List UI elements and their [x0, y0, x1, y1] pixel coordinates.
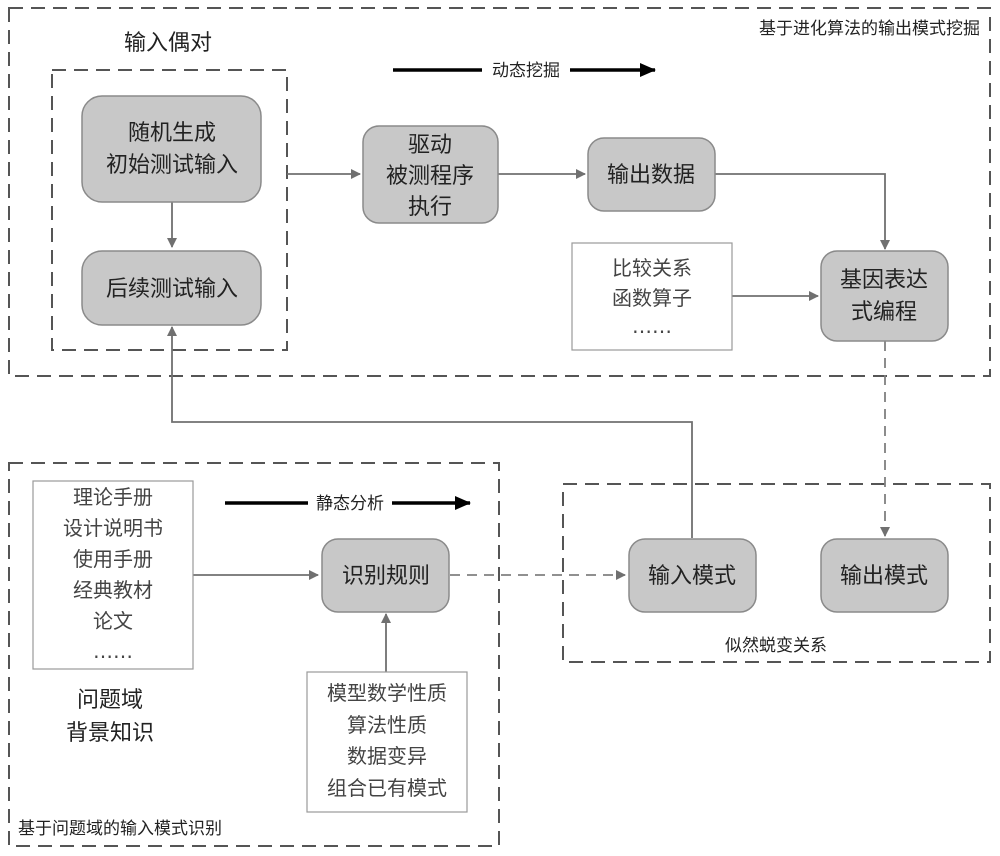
svg-text:数据变异: 数据变异: [347, 744, 427, 768]
dynamic-mining-label: 动态挖掘: [492, 61, 560, 81]
svg-text:后续测试输入: 后续测试输入: [106, 277, 238, 302]
node-drive-program: 驱动 被测程序 执行: [362, 125, 499, 224]
svg-text:输出模式: 输出模式: [840, 564, 928, 589]
node-output-data: 输出数据: [587, 137, 716, 212]
svg-text:输出数据: 输出数据: [607, 163, 695, 188]
svg-text:初始测试输入: 初始测试输入: [106, 153, 238, 178]
edge-input-pattern-feedback: [167, 326, 693, 538]
note-documents: 理论手册 设计说明书 使用手册 经典教材 论文 ……: [32, 480, 194, 670]
svg-text:识别规则: 识别规则: [342, 564, 430, 589]
group-metamorphic-label: 似然蜕变关系: [725, 636, 827, 656]
group-evolution: [8, 7, 991, 377]
svg-text:函数算子: 函数算子: [612, 286, 692, 310]
group-metamorphic: [562, 483, 991, 663]
svg-text:……: ……: [632, 314, 672, 338]
group-input-pair: [51, 69, 288, 351]
svg-text:论文: 论文: [93, 609, 133, 633]
svg-text:使用手册: 使用手册: [73, 547, 153, 571]
node-input-pattern: 输入模式: [628, 538, 757, 613]
note-operators: 比较关系 函数算子 ……: [571, 242, 733, 351]
node-follow-up-input: 后续测试输入: [81, 250, 262, 326]
svg-text:问题域: 问题域: [77, 688, 143, 713]
svg-text:设计说明书: 设计说明书: [63, 516, 163, 540]
svg-text:……: ……: [93, 639, 133, 663]
group-problem-domain-label: 基于问题域的输入模式识别: [18, 819, 222, 839]
svg-text:经典教材: 经典教材: [73, 578, 153, 602]
svg-text:随机生成: 随机生成: [128, 121, 216, 146]
dynamic-mining-arrow: 动态挖掘: [393, 61, 656, 81]
background-knowledge-label: 问题域 背景知识: [66, 688, 154, 746]
node-random-generation: 随机生成 初始测试输入: [81, 95, 262, 203]
static-analysis-arrow: 静态分析: [225, 494, 471, 514]
svg-text:模型数学性质: 模型数学性质: [327, 681, 447, 705]
svg-text:被测程序: 被测程序: [386, 164, 474, 189]
svg-text:式编程: 式编程: [851, 300, 917, 325]
svg-text:基因表达: 基因表达: [840, 268, 928, 293]
svg-text:背景知识: 背景知识: [66, 721, 154, 746]
node-gene-expression-programming: 基因表达 式编程: [820, 250, 949, 342]
node-output-pattern: 输出模式: [820, 538, 949, 613]
svg-text:驱动: 驱动: [408, 133, 452, 158]
edge-output-to-gep: [715, 173, 890, 250]
group-input-pair-label: 输入偶对: [124, 31, 212, 56]
group-problem-domain: [8, 462, 500, 847]
svg-text:输入模式: 输入模式: [648, 564, 736, 589]
svg-text:执行: 执行: [408, 195, 452, 220]
svg-text:比较关系: 比较关系: [612, 256, 692, 280]
static-analysis-label: 静态分析: [316, 494, 384, 514]
node-recognition-rules: 识别规则: [321, 538, 450, 613]
svg-text:理论手册: 理论手册: [73, 485, 153, 509]
svg-text:组合已有模式: 组合已有模式: [327, 776, 447, 800]
note-properties: 模型数学性质 算法性质 数据变异 组合已有模式: [306, 671, 468, 813]
svg-text:算法性质: 算法性质: [347, 713, 427, 737]
group-evolution-label: 基于进化算法的输出模式挖掘: [759, 19, 980, 39]
